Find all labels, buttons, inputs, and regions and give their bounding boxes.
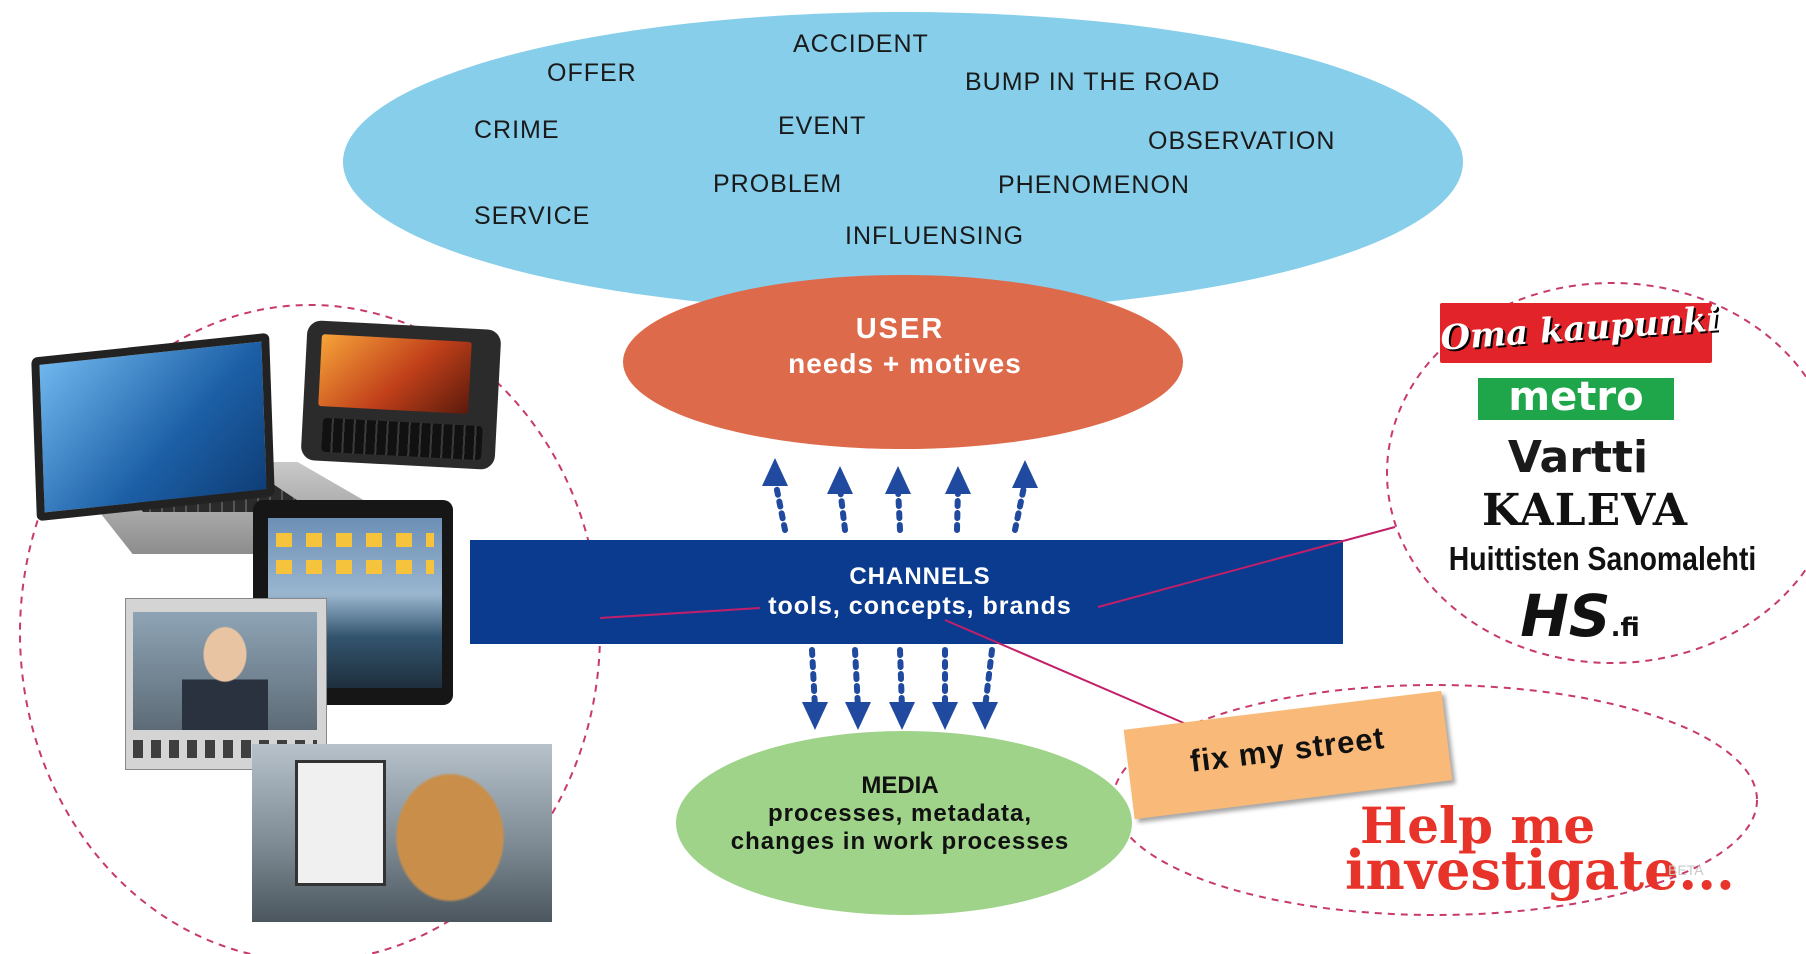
kaleva-logo: KALEVA <box>1482 485 1688 536</box>
beta-label: BETA <box>1668 862 1704 878</box>
passenger-image <box>390 770 510 920</box>
topic-observation: OBSERVATION <box>1148 127 1336 155</box>
down-arrow-3 <box>889 647 915 730</box>
down-arrow-5 <box>972 647 998 730</box>
topics-ellipse <box>343 12 1463 312</box>
user-ellipse <box>623 275 1183 449</box>
help-me-investigate-line1: Help me <box>1360 796 1596 855</box>
tablet-app-icons-row2 <box>276 560 434 574</box>
user-subtitle: needs + motives <box>788 348 1022 379</box>
topic-crime: CRIME <box>474 116 560 144</box>
connector-line-devices <box>599 607 761 619</box>
down-arrow-4 <box>932 647 958 730</box>
up-arrows-group <box>762 458 1038 533</box>
media-ellipse <box>676 731 1132 915</box>
vartti-logo: Vartti <box>1507 432 1649 483</box>
up-arrow-5 <box>1012 460 1038 533</box>
channels-bar <box>470 540 1343 644</box>
bus-info-screen <box>295 760 386 886</box>
up-arrow-4 <box>945 466 971 533</box>
media-line2: changes in work processes <box>730 828 1070 855</box>
up-arrow-1 <box>762 458 788 533</box>
brands-dashed-circle <box>1386 282 1806 664</box>
topic-offer: OFFER <box>547 59 637 87</box>
oma-kaupunki-logo: Oma kaupunki <box>1439 299 1721 363</box>
hs-fi-logo: HS.fi <box>1520 582 1640 650</box>
topic-phenomenon: PHENOMENON <box>998 171 1190 199</box>
topic-accident: ACCIDENT <box>793 30 929 58</box>
smartphone-screen-icon <box>318 334 472 414</box>
citizen-journalism-dashed-circle <box>1112 684 1758 916</box>
topic-event: EVENT <box>778 112 867 140</box>
up-arrow-2 <box>827 466 853 533</box>
connector-line-brands <box>1097 526 1396 608</box>
user-title: USER <box>855 313 945 345</box>
topic-service: SERVICE <box>474 202 591 230</box>
channels-title: CHANNELS <box>849 563 991 590</box>
media-line1: processes, metadata, <box>767 800 1033 827</box>
down-arrows-group <box>802 647 998 730</box>
down-arrow-2 <box>845 647 871 730</box>
help-me-investigate-line2: investigate... <box>1345 838 1735 902</box>
channels-subtitle: tools, concepts, brands <box>768 592 1072 620</box>
down-arrow-1 <box>802 647 828 730</box>
topic-problem: PROBLEM <box>713 170 843 198</box>
connector-line-fixmystreet <box>944 619 1201 731</box>
video-person-image <box>182 625 268 730</box>
tablet-app-icons <box>276 533 434 547</box>
media-title: MEDIA <box>861 772 939 799</box>
huittisten-sanomalehti-logo: Huittisten Sanomalehti <box>1448 540 1757 577</box>
laptop-icon <box>31 332 275 522</box>
up-arrow-3 <box>885 466 911 533</box>
topic-influensing: INFLUENSING <box>845 222 1025 250</box>
topic-bump-in-the-road: BUMP IN THE ROAD <box>965 68 1221 96</box>
metro-logo: metro <box>1478 374 1674 420</box>
